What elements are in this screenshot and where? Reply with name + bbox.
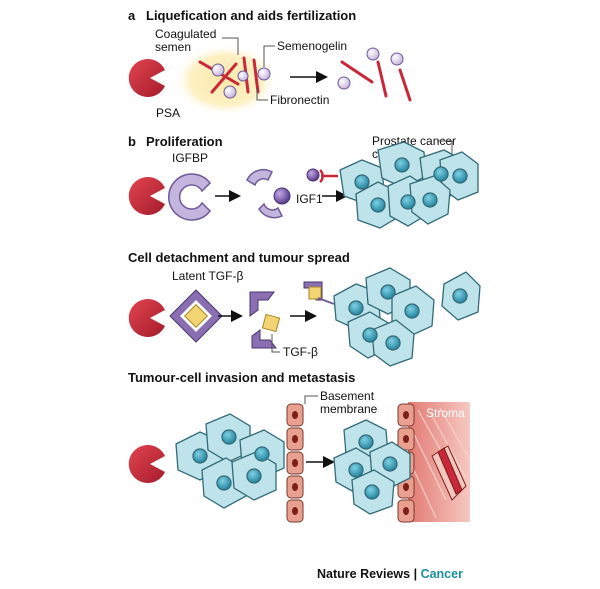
spindle-stromal-cells bbox=[431, 445, 467, 501]
journal-name: Nature Reviews bbox=[317, 567, 410, 581]
prostate-label-line1: Prostate cancer bbox=[372, 134, 456, 148]
coagulated-label-line2: semen bbox=[155, 40, 191, 54]
panel-b-title: Proliferation bbox=[146, 134, 223, 149]
basement-membrane-1 bbox=[286, 403, 304, 523]
coagulated-label-line1: Coagulated bbox=[155, 27, 216, 41]
prostate-cancer-cell-cluster bbox=[339, 141, 479, 229]
psa-enzyme bbox=[128, 177, 165, 215]
panel-d: Tumour-cell invasion and metastasis bbox=[128, 370, 471, 523]
fibronectin-label: Fibronectin bbox=[270, 93, 329, 107]
cleaved-binding-protein bbox=[249, 291, 277, 349]
psa-enzyme bbox=[128, 299, 165, 337]
semenogelin-balls bbox=[211, 63, 271, 99]
tgf-label: TGF-β bbox=[283, 345, 318, 359]
panel-d-title: Tumour-cell invasion and metastasis bbox=[128, 370, 355, 385]
igf1-molecule bbox=[273, 187, 291, 205]
journal-section: Cancer bbox=[421, 567, 464, 581]
primary-tumour-cells bbox=[175, 413, 285, 509]
panel-a-letter: a bbox=[128, 8, 136, 23]
panel-b: b Proliferation IGFBP IGF1 Prostate canc… bbox=[128, 134, 479, 229]
coagulated-leader bbox=[222, 37, 239, 55]
fibronectin-leader bbox=[256, 88, 268, 101]
panel-c: Cell detachment and tumour spread Latent… bbox=[128, 250, 481, 367]
igfbp-intact bbox=[168, 173, 211, 221]
semenogelin-label: Semenogelin bbox=[277, 39, 347, 53]
psa-enzyme bbox=[128, 59, 165, 97]
journal-separator: | bbox=[410, 567, 420, 581]
latent-tgf-label: Latent TGF-β bbox=[172, 269, 243, 283]
igf1-receptor bbox=[306, 168, 338, 183]
latent-tgf-beta-complex bbox=[169, 289, 223, 343]
tgf-leader bbox=[271, 334, 280, 353]
svg-text:Nature Reviews | Cancer: Nature Reviews | Cancer bbox=[317, 567, 463, 581]
igfbp-label: IGFBP bbox=[172, 151, 208, 165]
basement-leader bbox=[304, 395, 318, 404]
panel-c-title: Cell detachment and tumour spread bbox=[128, 250, 350, 265]
panel-a-title: Liquefication and aids fertilization bbox=[146, 8, 356, 23]
semenogelin-leader bbox=[263, 45, 275, 67]
invading-tumour-cells bbox=[333, 419, 411, 515]
stroma-fibres bbox=[411, 407, 471, 519]
prostate-leader bbox=[437, 140, 453, 155]
panel-b-letter: b bbox=[128, 134, 136, 149]
active-tgf-beta bbox=[261, 313, 281, 333]
psa-label: PSA bbox=[156, 106, 180, 120]
psa-enzyme bbox=[128, 445, 165, 483]
detached-tumour-cell bbox=[441, 271, 481, 321]
journal-footer: Nature Reviews | Cancer bbox=[317, 567, 463, 581]
bound-tgf-beta bbox=[303, 281, 335, 305]
tumour-cell-cluster bbox=[333, 267, 435, 367]
panel-a: a Liquefication and aids fertilization P… bbox=[128, 8, 412, 120]
igfbp-fragments bbox=[246, 168, 284, 219]
igf1-label: IGF1 bbox=[296, 192, 323, 206]
stroma-label: Stroma bbox=[426, 406, 465, 420]
basement-label-line2: membrane bbox=[320, 402, 378, 416]
basement-label-line1: Basement bbox=[320, 389, 375, 403]
liquefied-products bbox=[337, 47, 412, 102]
